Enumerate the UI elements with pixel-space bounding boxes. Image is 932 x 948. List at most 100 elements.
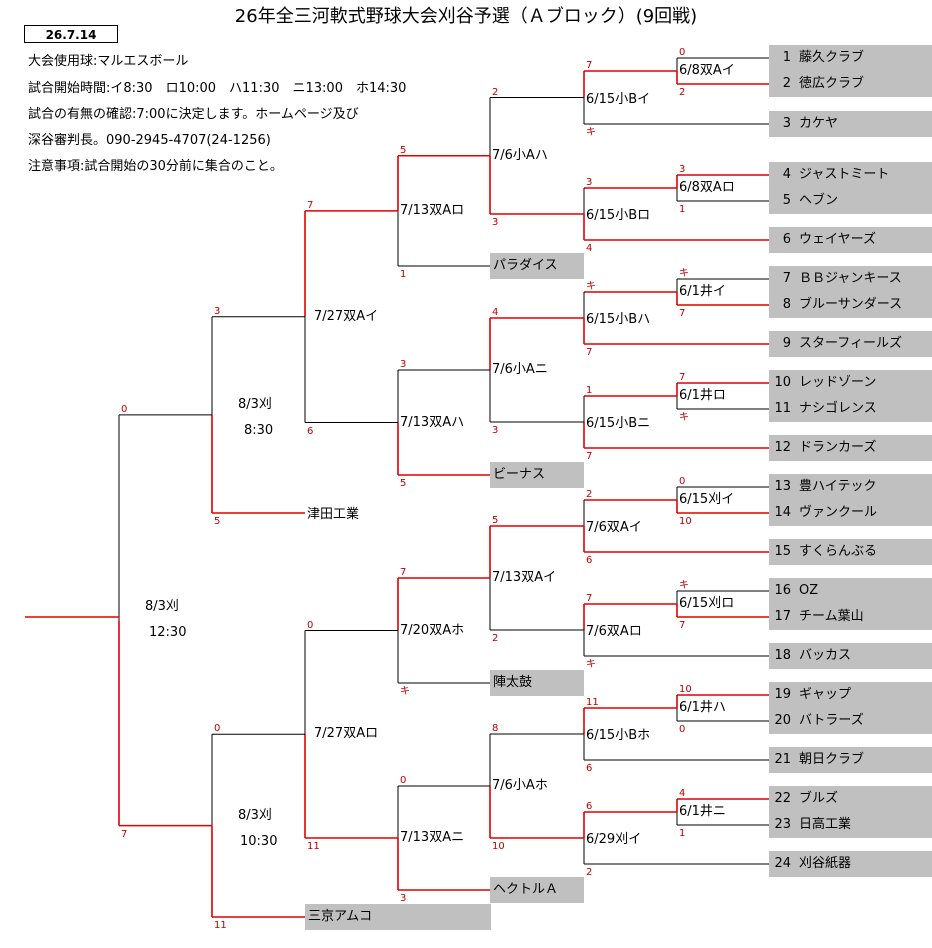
final-score-bottom: 7 bbox=[121, 828, 128, 840]
team-name: 刈谷紙器 bbox=[799, 856, 852, 871]
team-name: バッカス bbox=[799, 648, 852, 663]
team-row: 10 レッドゾーン bbox=[769, 370, 932, 396]
r2-score-bottom: 4 bbox=[586, 243, 593, 254]
match-label: 7/27双Aロ bbox=[314, 726, 379, 742]
r4-score-bottom: 3 bbox=[400, 893, 407, 904]
r5-match-score-top: 0 bbox=[307, 619, 314, 631]
team-name: ヘブン bbox=[799, 193, 839, 208]
match-label: 6/15刈ロ bbox=[679, 596, 735, 611]
team-name: チーム葉山 bbox=[799, 609, 864, 624]
r3-match-score-bottom: 10 bbox=[492, 841, 505, 852]
team-number: 12 bbox=[774, 440, 791, 455]
team-name: ブルーサンダース bbox=[799, 297, 903, 312]
team-number: 22 bbox=[774, 791, 791, 806]
r3-match-score-top: 4 bbox=[492, 307, 499, 318]
team-name: ドランカーズ bbox=[799, 440, 877, 455]
team-name: ブルズ bbox=[799, 791, 839, 806]
team-name: 朝日クラブ bbox=[799, 752, 865, 767]
r2-score-top: 2 bbox=[586, 489, 593, 500]
info-line: 試合の有無の確認:7:00に決定します。ホームページ及び bbox=[28, 107, 359, 122]
match-label: 7/13双Aイ bbox=[492, 570, 557, 585]
r5-match-score-bottom: 6 bbox=[307, 425, 314, 437]
r2-score-bottom: 2 bbox=[586, 867, 593, 878]
final-score-top: 0 bbox=[121, 403, 128, 415]
info-line: 試合開始時間:イ8:30 ロ10:00 ハ11:30 ニ13:00 ホ14:30 bbox=[28, 81, 407, 96]
r1-match-score-bottom: 0 bbox=[679, 724, 686, 735]
r1-match-score-bottom: 10 bbox=[679, 516, 692, 527]
r5-match-score-top: 7 bbox=[307, 199, 314, 211]
team-name: ヴァンクール bbox=[799, 505, 878, 520]
team-row: 1 藤久クラブ bbox=[769, 45, 932, 71]
team-number: 9 bbox=[782, 336, 791, 351]
match-label: 6/8双Aロ bbox=[679, 180, 735, 195]
match-label: 8/3刈 bbox=[238, 396, 272, 412]
r6-score-top: 0 bbox=[214, 723, 221, 735]
team-name: 日高工業 bbox=[799, 817, 852, 832]
r2-score-top: 7 bbox=[586, 593, 593, 604]
r1-match-score-bottom: キ bbox=[679, 412, 689, 423]
match-label: 6/1井ロ bbox=[679, 388, 726, 403]
match-label: 10:30 bbox=[240, 833, 278, 849]
r3-match-score-bottom: 3 bbox=[492, 425, 499, 436]
match-label: 8/3刈 bbox=[145, 599, 179, 614]
match-label: 6/29刈イ bbox=[586, 832, 642, 847]
team-name: OZ bbox=[799, 583, 819, 598]
r3-match-score-top: 8 bbox=[492, 723, 499, 734]
r3-match-score-top: 2 bbox=[492, 86, 499, 98]
team-name: ＢＢジャンキース bbox=[799, 271, 902, 286]
r3-match-score-bottom: 3 bbox=[492, 217, 499, 228]
r2-score-top: キ bbox=[586, 281, 596, 292]
info-line: 注意事項:試合開始の30分前に集合のこと。 bbox=[28, 159, 283, 174]
match-label: 7/13双Aニ bbox=[400, 830, 465, 845]
team-number: 10 bbox=[774, 375, 791, 390]
team-number: 17 bbox=[774, 609, 791, 624]
team-row: 23 日高工業 bbox=[769, 812, 932, 838]
team-number: 1 bbox=[782, 50, 791, 65]
match-label: 6/15小Bハ bbox=[586, 312, 651, 327]
r3-match-score-bottom: 2 bbox=[492, 633, 499, 644]
team-row: 16 OZ bbox=[769, 578, 932, 604]
r2-score-top: 11 bbox=[586, 697, 599, 708]
match-label: 6/15小Bロ bbox=[586, 208, 651, 223]
r2-score-bottom: 6 bbox=[586, 555, 593, 566]
r4-score-top: 5 bbox=[400, 144, 407, 156]
team-number: 5 bbox=[782, 193, 791, 208]
r1-match-score-bottom: 7 bbox=[679, 308, 686, 319]
r4-score-bottom: 1 bbox=[400, 269, 407, 280]
team-number: 18 bbox=[774, 648, 791, 663]
match-label: 8/3刈 bbox=[238, 807, 272, 823]
page-title: 26年全三河軟式野球大会刈谷予選（Ａブロック）(9回戦) bbox=[234, 6, 698, 27]
team-number: 20 bbox=[774, 713, 791, 728]
team-name: 豊ハイテック bbox=[799, 479, 877, 494]
r5-match-score-bottom: 11 bbox=[307, 841, 320, 852]
match-label: 7/20双Aホ bbox=[400, 622, 465, 638]
team-row: 17 チーム葉山 bbox=[769, 604, 932, 630]
r1-match-score-top: 0 bbox=[679, 47, 686, 58]
match-label: 6/1井ニ bbox=[679, 804, 726, 819]
r6-score-bottom: 5 bbox=[214, 516, 221, 527]
team-row: 5 ヘブン bbox=[769, 188, 932, 214]
r2-score-bottom: キ bbox=[586, 127, 596, 138]
seed-team: パラダイス bbox=[490, 253, 584, 279]
r2-score-top: 7 bbox=[586, 60, 593, 71]
team-name: 徳広クラブ bbox=[799, 76, 865, 91]
team-number: 24 bbox=[774, 856, 791, 871]
r2-score-bottom: キ bbox=[586, 659, 596, 670]
team-name: ギャップ bbox=[799, 687, 852, 702]
team-number: 3 bbox=[782, 116, 791, 131]
team-name: 藤久クラブ bbox=[799, 50, 865, 65]
team-name: レッドゾーン bbox=[799, 375, 877, 390]
team-number: 23 bbox=[774, 817, 791, 832]
match-label: 6/15刈イ bbox=[679, 492, 735, 507]
match-label: 7/6双Aロ bbox=[586, 624, 642, 639]
team-number: 16 bbox=[774, 583, 791, 598]
team-row: 18 バッカス bbox=[769, 643, 932, 669]
r2-score-top: 1 bbox=[586, 385, 593, 396]
